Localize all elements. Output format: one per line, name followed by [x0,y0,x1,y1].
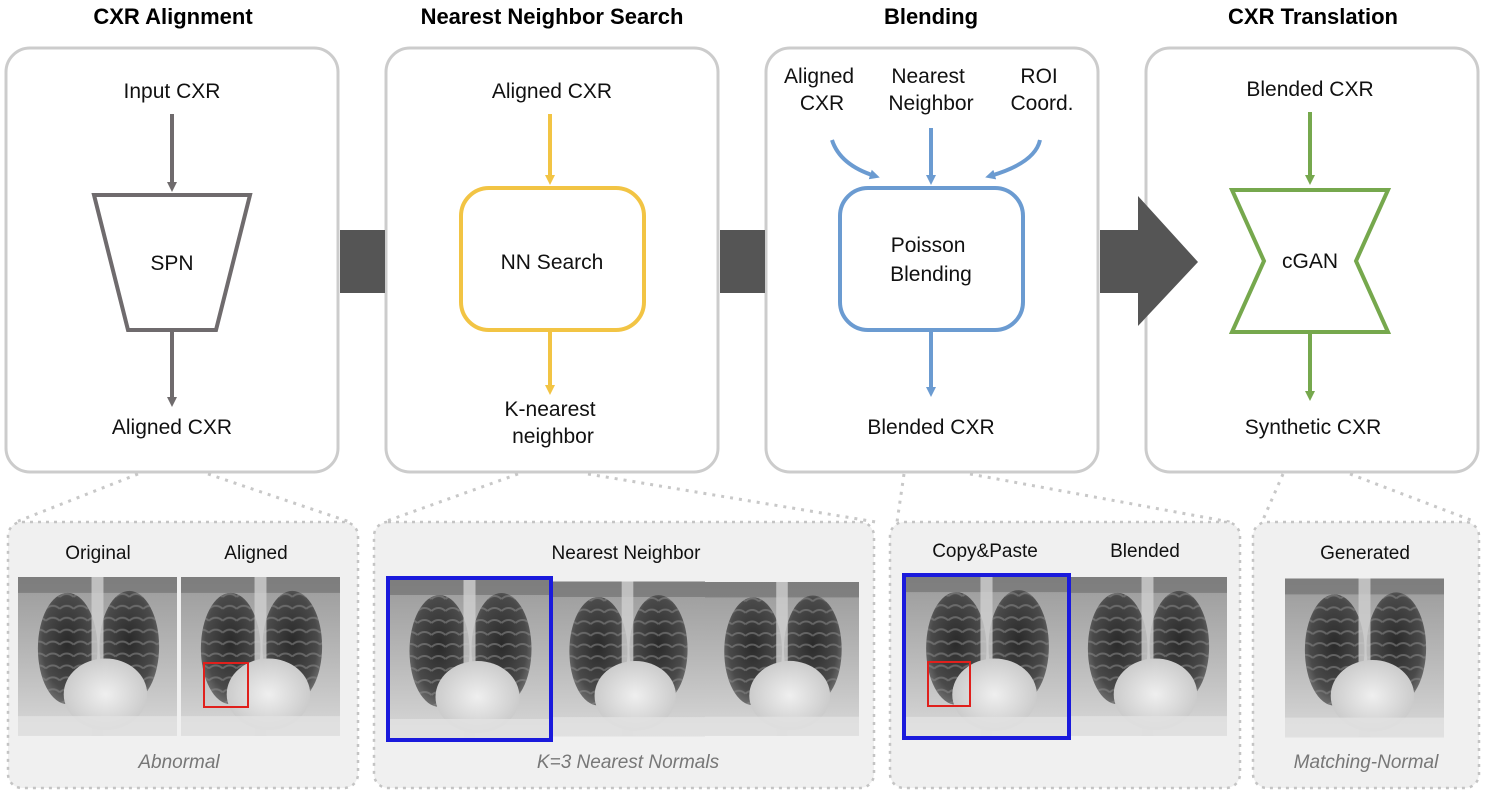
nn-output-line-1: K-nearest [505,398,596,421]
spn-block [91,193,253,332]
stage-title-nn-search: Nearest Neighbor Search [421,4,684,29]
blending-input-neighbor-line-1: Nearest [891,65,965,88]
connector-arrow-3 [1100,196,1198,326]
blending-arrow-right [985,139,1042,180]
roi-box-copy-paste [927,661,971,707]
blending-input-roi-line-1: ROI [1020,65,1057,88]
panel-label-nearest-neighbor: Nearest Neighbor [552,543,702,564]
roi-box-aligned [203,662,249,708]
nn-output-line-2: neighbor [512,425,594,448]
panel-label-original: Original [65,543,130,564]
zoom-guides [15,472,1477,524]
cgan-block-label: cGAN [1282,250,1338,273]
blending-input-aligned-line-2: CXR [800,92,844,115]
blending-arrow-left [830,139,880,180]
panel-caption-abnormal: Abnormal [137,752,220,773]
blending-input-aligned-line-1: Aligned [784,65,854,88]
alignment-output-label: Aligned CXR [112,416,232,439]
xray-aligned [181,577,340,736]
xray-neighbor-2 [550,582,705,737]
blending-input-roi-line-2: Coord. [1010,92,1073,115]
poisson-blending-line-2: Blending [890,263,972,286]
xray-blended [1068,577,1227,736]
xray-neighbor-1 [390,579,550,739]
neighbor-highlight-box [386,576,553,742]
nn-search-block [459,186,646,332]
poisson-blending-line-1: Poisson [891,234,966,257]
nn-search-block-label: NN Search [501,251,604,274]
blending-input-aligned: Aligned CXR [784,65,860,115]
alignment-input-label: Input CXR [124,80,221,103]
copy-paste-highlight-box [902,573,1071,740]
poisson-blending-label: Poisson Blending [890,234,972,286]
panel-caption-matching-normal: Matching-Normal [1294,752,1439,773]
spn-block-label: SPN [150,252,193,275]
blending-input-neighbor: Nearest Neighbor [888,65,973,115]
connector-bar-1 [340,230,385,293]
translation-input-label: Blended CXR [1246,78,1373,101]
blending-input-roi: ROI Coord. [1010,65,1073,115]
poisson-blending-block [838,186,1025,332]
xray-original [18,577,177,736]
panel-label-copy-paste: Copy&Paste [932,541,1038,562]
cgan-block [1228,188,1392,334]
panel-caption-nearest-normals: K=3 Nearest Normals [537,752,720,773]
xray-copy-paste [906,576,1067,737]
nn-output-label: K-nearest neighbor [505,398,602,448]
stage-title-translation: CXR Translation [1228,4,1398,29]
xray-generated [1285,579,1444,738]
connector-bar-2 [720,230,765,293]
stage-title-blending: Blending [884,4,978,29]
nn-input-label: Aligned CXR [492,80,612,103]
blending-output-label: Blended CXR [867,416,994,439]
panel-label-generated: Generated [1320,543,1410,564]
blending-input-neighbor-line-2: Neighbor [888,92,973,115]
panel-label-blended: Blended [1110,541,1180,562]
panel-label-aligned: Aligned [224,543,287,564]
xray-neighbor-3 [705,582,859,736]
translation-output-label: Synthetic CXR [1245,416,1382,439]
stage-title-alignment: CXR Alignment [93,4,253,29]
